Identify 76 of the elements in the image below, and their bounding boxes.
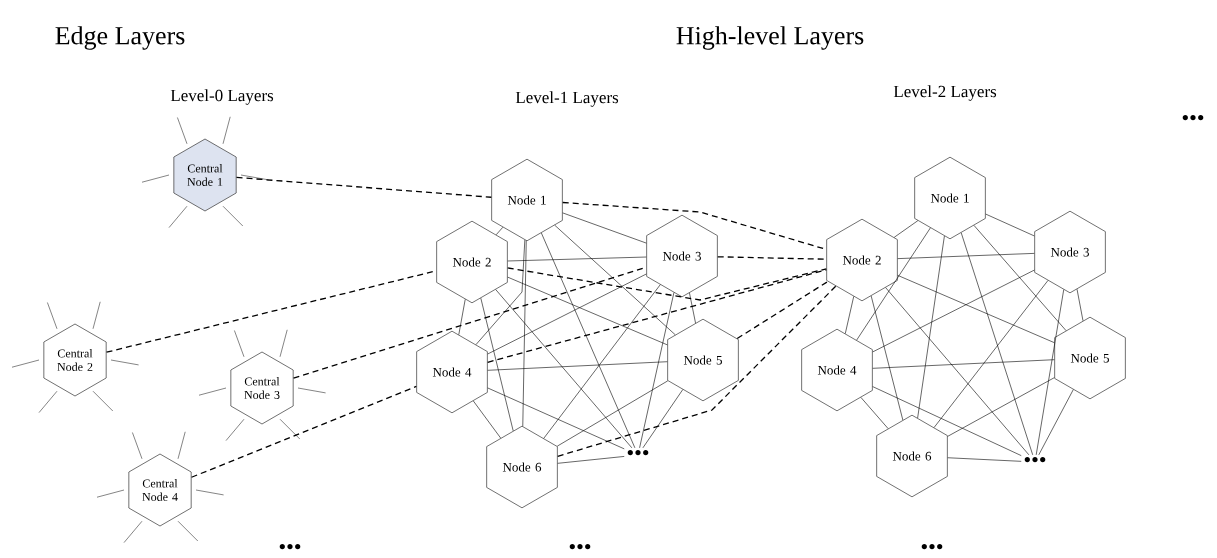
link-line	[917, 235, 945, 419]
link-line	[495, 289, 633, 449]
link-line	[893, 220, 919, 238]
link-line	[1035, 289, 1065, 456]
link-line	[872, 269, 1035, 353]
link-line	[689, 292, 696, 324]
hexagon-node: Central Node 4	[128, 453, 192, 527]
hexagon-node: Node 2	[826, 218, 898, 302]
link-line	[557, 456, 625, 464]
ellipsis-mark: •••	[627, 450, 649, 456]
link-line	[495, 226, 504, 236]
heading: Level-0 Layers	[170, 89, 274, 105]
link-line	[487, 273, 647, 355]
link-line	[933, 280, 1049, 428]
hexagon-node: Node 3	[1034, 210, 1106, 294]
ellipsis-mark: •••	[1182, 115, 1204, 121]
link-line	[860, 397, 889, 429]
hexagon-node: Node 3	[646, 214, 718, 298]
hexagon-node: Central Node 1	[173, 138, 237, 212]
ellipsis-mark: •••	[279, 544, 301, 550]
link-line	[475, 239, 526, 345]
dashed-link	[736, 280, 829, 340]
link-line	[557, 380, 669, 447]
hexagon-node: Node 5	[1054, 316, 1126, 400]
link-line	[870, 295, 904, 421]
link-line	[872, 386, 1022, 456]
link-line	[639, 292, 675, 449]
link-line	[642, 389, 684, 449]
link-line	[985, 213, 1035, 237]
link-line	[562, 212, 647, 244]
hexagon-node: Node 1	[491, 158, 563, 242]
dashed-link	[487, 269, 827, 363]
link-line	[487, 387, 625, 450]
hexagon-node: Node 4	[801, 328, 873, 412]
dashed-link	[190, 385, 417, 478]
dashed-link	[557, 285, 837, 457]
heading: High-level Layers	[676, 26, 864, 50]
link-line	[973, 225, 1067, 331]
link-line	[1038, 389, 1074, 456]
link-line	[947, 457, 1022, 462]
link-line	[458, 299, 466, 335]
hexagon-node: Node 4	[416, 330, 488, 414]
link-line	[541, 232, 636, 449]
heading: Level-2 Layers	[893, 85, 997, 101]
link-line	[522, 240, 527, 427]
heading: Edge Layers	[55, 26, 185, 50]
hexagon-node: Central Node 3	[230, 351, 294, 425]
link-line	[1076, 288, 1084, 322]
link-line	[897, 275, 1055, 343]
dashed-link	[507, 267, 827, 301]
link-line	[960, 232, 1033, 456]
dashed-link	[717, 256, 827, 260]
hexagon-node: Node 2	[436, 220, 508, 304]
link-line	[480, 297, 514, 432]
link-line	[947, 377, 1055, 437]
link-line	[554, 224, 676, 336]
hexagon-node: Node 6	[876, 414, 948, 498]
link-line	[507, 276, 668, 346]
link-line	[543, 284, 661, 439]
ellipsis-mark: •••	[921, 544, 943, 550]
ellipsis-mark: •••	[1024, 457, 1046, 463]
ellipsis-mark: •••	[569, 544, 591, 550]
link-line	[856, 227, 931, 341]
link-line	[885, 287, 1030, 456]
hexagon-node: Node 5	[667, 318, 739, 402]
hexagon-node: Node 1	[914, 156, 986, 240]
heading: Level-1 Layers	[515, 91, 619, 107]
link-line	[872, 359, 1055, 369]
dashed-link	[235, 176, 492, 198]
link-line	[473, 400, 501, 439]
hexagon-node: Node 6	[486, 425, 558, 509]
hexagon-node: Central Node 2	[43, 323, 107, 397]
link-line	[507, 256, 647, 262]
link-line	[897, 253, 1035, 259]
link-line	[487, 361, 668, 371]
link-line	[845, 296, 855, 334]
